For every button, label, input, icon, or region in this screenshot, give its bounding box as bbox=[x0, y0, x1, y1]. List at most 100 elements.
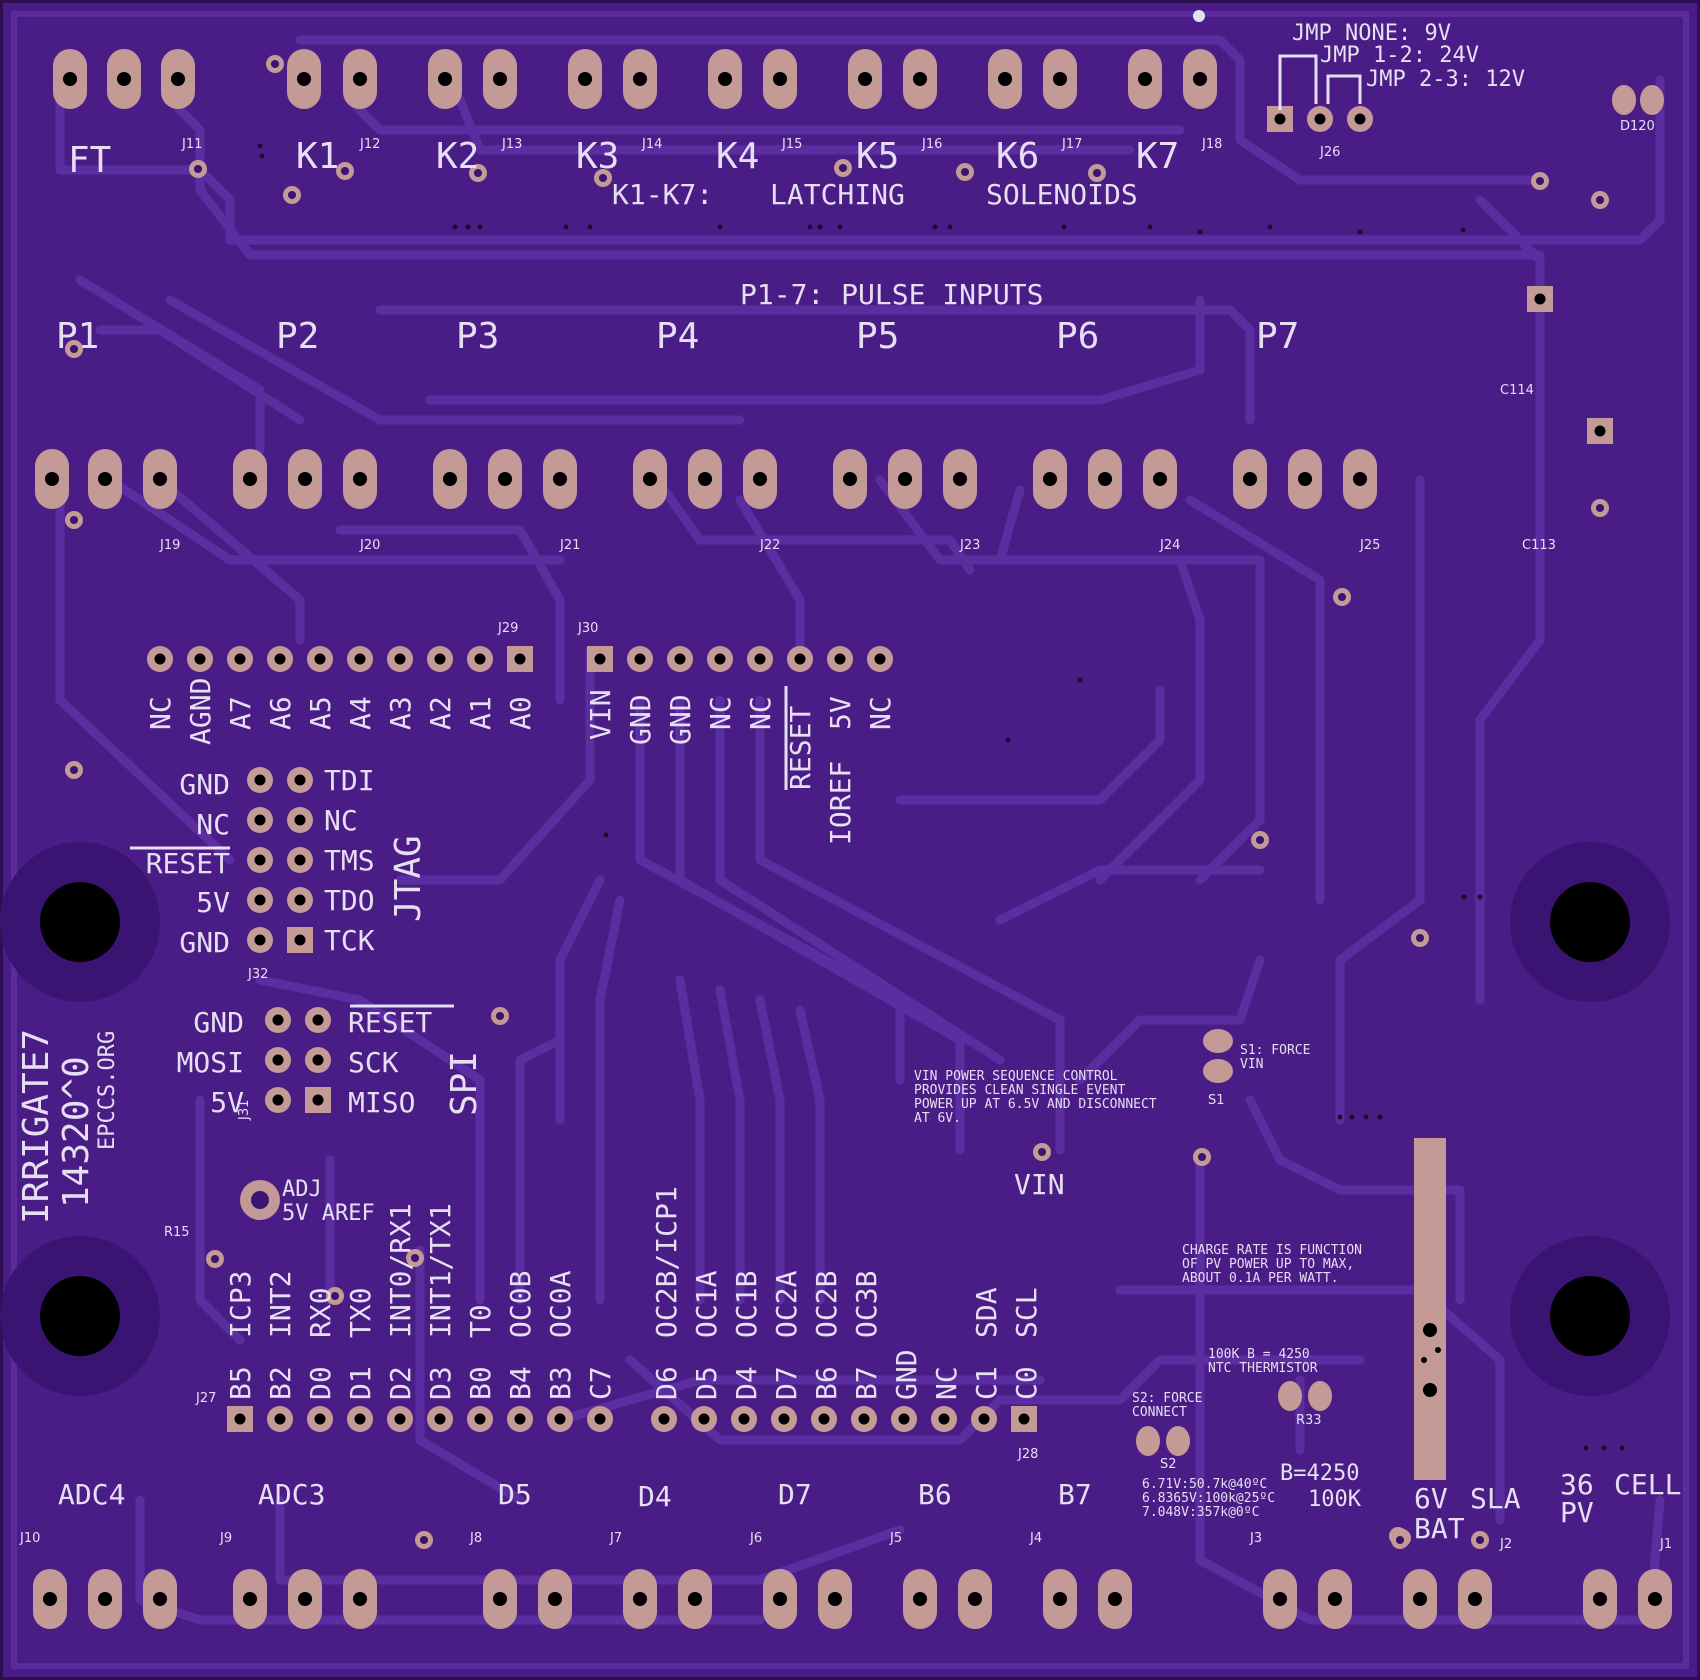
relay-caption: K1-K7: bbox=[612, 178, 713, 211]
power-pin-label: NC bbox=[864, 696, 897, 730]
drill-hole bbox=[443, 472, 457, 486]
relay-label: K7 bbox=[1136, 136, 1179, 177]
jtag-pin-label: RESET bbox=[146, 847, 230, 880]
test-point bbox=[717, 224, 723, 230]
test-point bbox=[807, 224, 813, 230]
test-point bbox=[1377, 1114, 1383, 1120]
power-pin-label: GND bbox=[664, 694, 697, 745]
drill-hole bbox=[243, 472, 257, 486]
charge-note: OF PV POWER UP TO MAX, bbox=[1182, 1257, 1354, 1272]
drill-hole bbox=[1353, 472, 1367, 486]
drill-hole bbox=[1193, 72, 1207, 86]
drill-hole bbox=[658, 1413, 670, 1425]
drill-hole bbox=[272, 1014, 284, 1026]
drill-hole bbox=[394, 1413, 406, 1425]
copper-traces bbox=[55, 35, 1665, 1625]
test-point bbox=[1461, 894, 1467, 900]
drill-hole bbox=[353, 472, 367, 486]
jumper-note: JMP 2-3: 12V bbox=[1366, 67, 1525, 92]
analog-pin-label: A2 bbox=[424, 696, 457, 730]
pin-label: B0 bbox=[464, 1366, 497, 1400]
function-label: SDA bbox=[970, 1287, 1003, 1338]
pin-label: B5 bbox=[224, 1366, 257, 1400]
drill-hole bbox=[998, 72, 1012, 86]
test-point bbox=[932, 224, 938, 230]
adj-label: ADJ bbox=[282, 1177, 322, 1202]
drill-hole bbox=[1153, 472, 1167, 486]
drill-hole bbox=[858, 72, 872, 86]
drill-hole bbox=[254, 774, 266, 786]
vin-note: POWER UP AT 6.5V AND DISCONNECT bbox=[914, 1097, 1157, 1112]
drill-hole bbox=[858, 1413, 870, 1425]
drill-hole bbox=[153, 472, 167, 486]
drill-hole bbox=[1053, 1592, 1067, 1606]
header-ref: J16 bbox=[921, 137, 942, 152]
drill-hole bbox=[818, 1413, 830, 1425]
pin-label: B4 bbox=[504, 1366, 537, 1400]
analog-pin-label: A3 bbox=[384, 696, 417, 730]
battery-shunt-pad bbox=[1414, 1138, 1446, 1480]
drill-hole bbox=[294, 774, 306, 786]
vin-label: VIN bbox=[1014, 1168, 1065, 1201]
test-point bbox=[563, 224, 569, 230]
drill-hole bbox=[594, 653, 606, 665]
jtag-pin-label: GND bbox=[179, 926, 230, 959]
temp-table-row: 6.71V:50.7k@40ºC bbox=[1142, 1477, 1267, 1492]
jtag-pin-label: GND bbox=[179, 768, 230, 801]
analog-pin-label: NC bbox=[144, 696, 177, 730]
pulse-label: P1 bbox=[56, 316, 99, 357]
analog-pin-label: AGND bbox=[184, 678, 217, 745]
test-point bbox=[1477, 894, 1483, 900]
via-hole bbox=[1395, 1535, 1405, 1545]
analog-pin-label: A0 bbox=[504, 696, 537, 730]
power-pin-label: 5V bbox=[824, 696, 857, 730]
drill-hole bbox=[493, 1592, 507, 1606]
test-point bbox=[1005, 737, 1011, 743]
header-ref: J15 bbox=[781, 137, 802, 152]
drill-hole bbox=[314, 1413, 326, 1425]
pin-label: C0 bbox=[1010, 1366, 1043, 1400]
pulse-label: P6 bbox=[1056, 316, 1099, 357]
test-point bbox=[477, 224, 483, 230]
drill-hole bbox=[243, 1592, 257, 1606]
drill-hole bbox=[63, 72, 77, 86]
pin-label: D7 bbox=[770, 1366, 803, 1400]
pin-label: D6 bbox=[650, 1366, 683, 1400]
test-point bbox=[1349, 1114, 1355, 1120]
power-pin-label: NC bbox=[704, 696, 737, 730]
terminal-label: D7 bbox=[778, 1478, 812, 1511]
test-point bbox=[1601, 1445, 1607, 1451]
diode-pad bbox=[1612, 85, 1636, 115]
drill-hole bbox=[254, 814, 266, 826]
function-label: RX0 bbox=[304, 1287, 337, 1338]
via-hole bbox=[598, 173, 608, 183]
via-hole bbox=[1595, 195, 1605, 205]
test-point bbox=[257, 143, 263, 149]
drill-hole bbox=[953, 472, 967, 486]
drill-hole bbox=[554, 1413, 566, 1425]
battery-label: 6V bbox=[1414, 1482, 1448, 1515]
temp-table-row: 7.048V:357k@0ºC bbox=[1142, 1505, 1259, 1520]
test-point bbox=[259, 153, 265, 159]
drill-hole bbox=[194, 653, 206, 665]
pin-label: B7 bbox=[850, 1366, 883, 1400]
switch-pad bbox=[1166, 1426, 1190, 1456]
pin-label: GND bbox=[890, 1349, 923, 1400]
pin-label: D5 bbox=[690, 1366, 723, 1400]
via-hole bbox=[410, 1253, 420, 1263]
drill-hole bbox=[714, 653, 726, 665]
drill-hole bbox=[474, 1413, 486, 1425]
vin-note: VIN POWER SEQUENCE CONTROL bbox=[914, 1069, 1118, 1084]
aref-adjust: ADJ 5V AREF R15 J27 J28 bbox=[164, 1177, 1038, 1462]
jtag-title: JTAG bbox=[388, 835, 429, 922]
drill-hole bbox=[1413, 1592, 1427, 1606]
terminal-label: B7 bbox=[1058, 1478, 1092, 1511]
test-point bbox=[1147, 224, 1153, 230]
s1-note: VIN bbox=[1240, 1057, 1263, 1072]
drill-hole bbox=[434, 1413, 446, 1425]
switch-pad bbox=[1136, 1426, 1160, 1456]
relay-label: K5 bbox=[856, 136, 899, 177]
vin-note: AT 6V. bbox=[914, 1111, 961, 1126]
pin-labels: NC AGND A7 A6 A5 A4 A3 A2 A1 A0 VIN GND … bbox=[16, 678, 1043, 1400]
